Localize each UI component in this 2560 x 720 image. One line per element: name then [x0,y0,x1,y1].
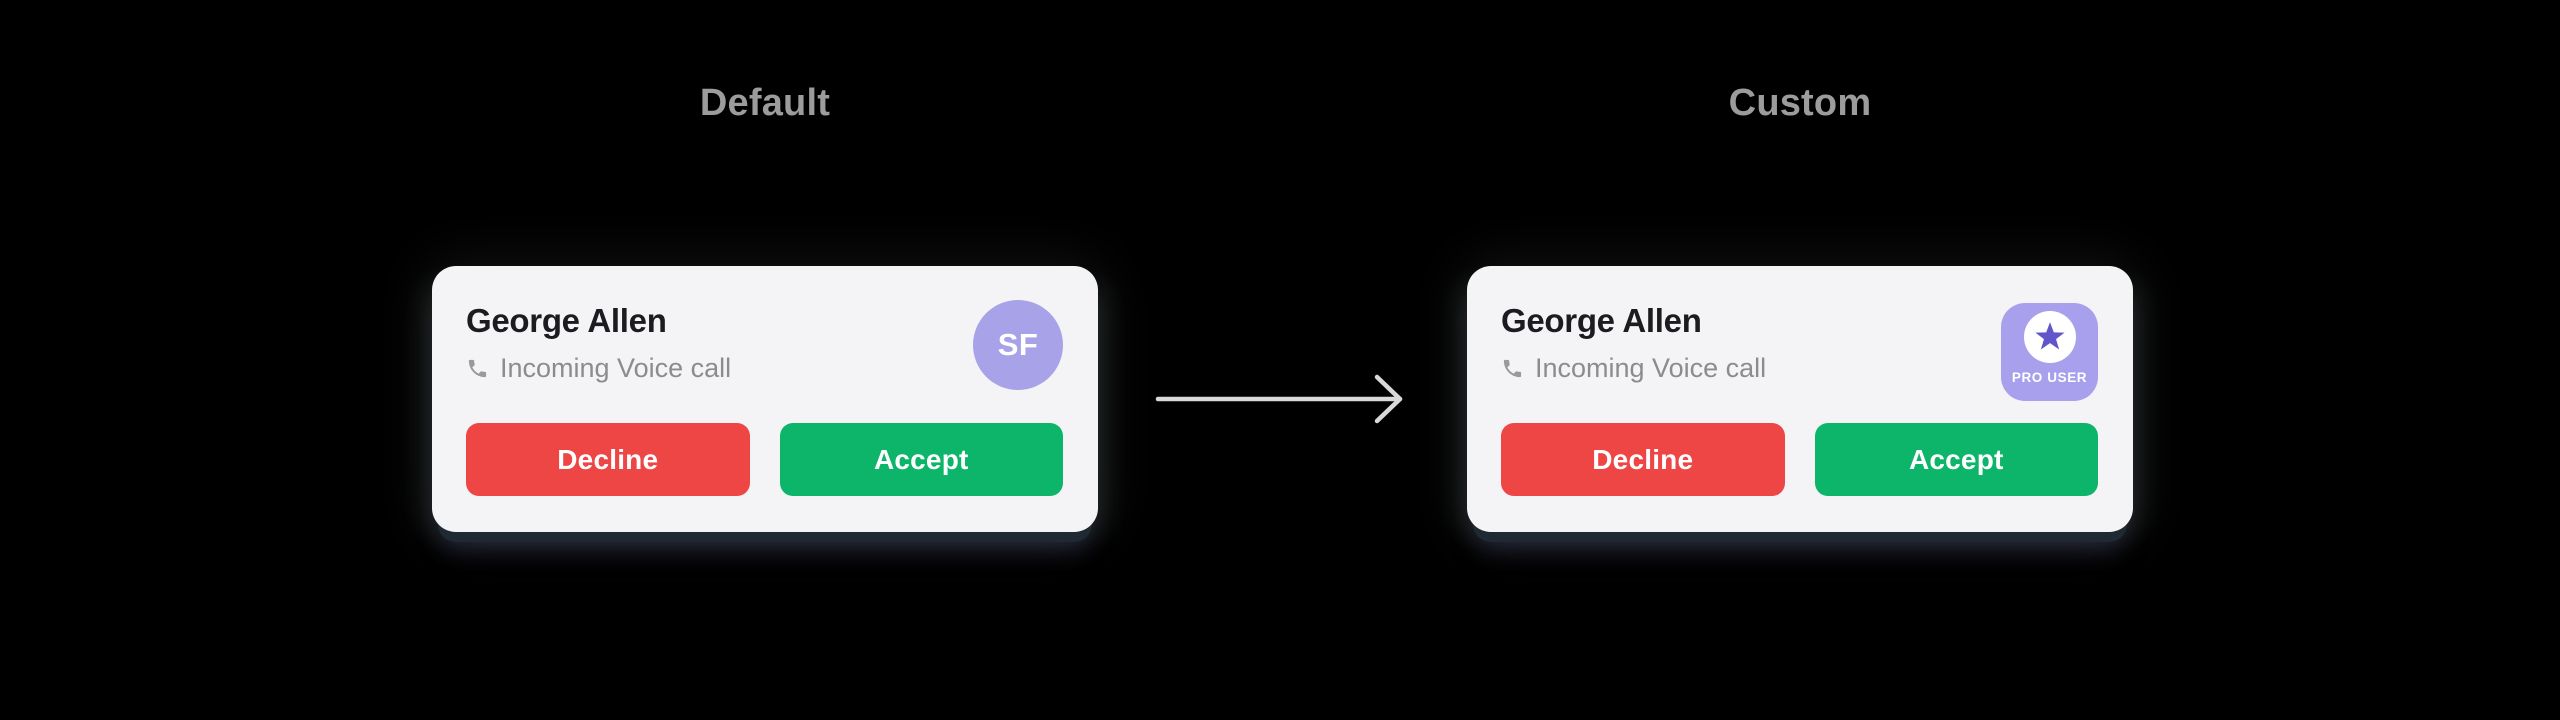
call-actions: Decline Accept [466,423,1063,496]
call-status-row: Incoming Voice call [1501,352,1766,384]
caller-name: George Allen [466,302,667,339]
phone-icon [468,359,487,378]
caller-info: George Allen Incoming Voice call [1501,301,1766,385]
call-status-text: Incoming Voice call [1535,353,1767,384]
section-title-custom: Custom [1728,82,1872,124]
avatar-initials: SF [997,327,1039,362]
call-card-custom: George Allen Incoming Voice call PRO USE… [1467,266,2133,532]
call-status-text: Incoming Voice call [500,353,732,384]
accept-button[interactable]: Accept [779,423,1063,496]
avatar: SF [973,300,1063,390]
accept-button[interactable]: Accept [1814,423,2098,496]
caller-info: George Allen Incoming Voice call [466,301,731,385]
pro-user-badge: PRO USER [2001,303,2098,401]
star-icon [2034,321,2065,349]
call-actions: Decline Accept [1501,423,2098,496]
decline-button[interactable]: Decline [466,423,750,496]
card-header: George Allen Incoming Voice call PRO USE… [1501,301,2098,401]
card-header: George Allen Incoming Voice call SF [466,300,1063,390]
badge-label: PRO USER [2011,370,2088,385]
badge-star-circle [2023,311,2076,363]
phone-icon [1503,359,1522,378]
decline-button[interactable]: Decline [1501,423,1785,496]
section-title-default: Default [699,82,831,124]
caller-name: George Allen [1501,302,1702,339]
call-card-default: George Allen Incoming Voice call SF Decl… [432,266,1098,532]
call-status-row: Incoming Voice call [466,352,731,384]
arrow-right-icon [1155,374,1403,424]
